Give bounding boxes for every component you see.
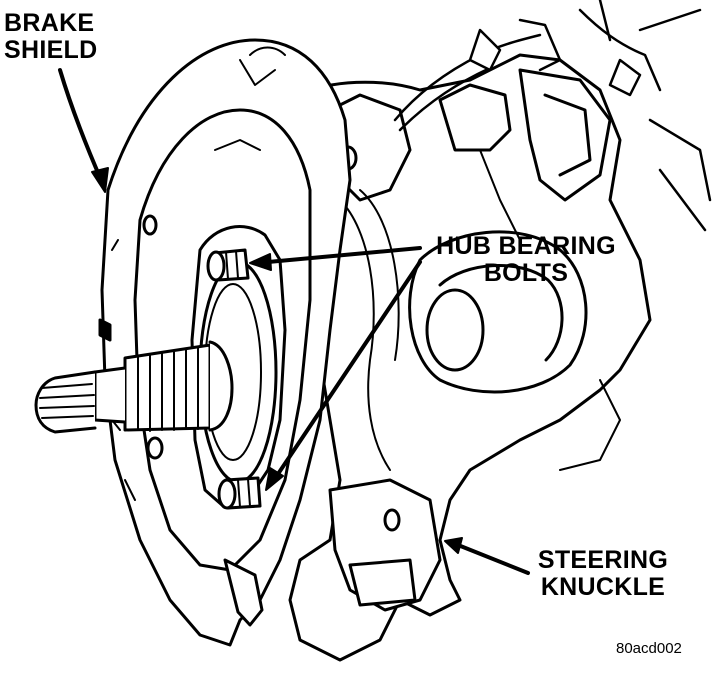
figure-code: 80acd002 <box>616 640 682 657</box>
lower-hub-bolt <box>217 476 262 510</box>
brake-hose-lines <box>393 0 712 232</box>
steering-knuckle-body <box>288 53 652 662</box>
steering-knuckle-label-line-1: STEERING <box>537 546 669 574</box>
brake-shield-label-line-2: SHIELD <box>4 36 98 64</box>
brake-shield-arrow <box>58 68 109 193</box>
splined-axle-shaft <box>34 340 234 434</box>
steering-knuckle-label-line-2: KNUCKLE <box>540 573 666 601</box>
upper-hub-bolt <box>206 248 250 282</box>
brake-shield-label-line-1: BRAKE <box>4 9 95 37</box>
steering-knuckle-label: STEERING KNUCKLE <box>530 547 676 601</box>
brake-shield-label: BRAKE SHIELD <box>4 10 97 64</box>
hub-bearing-bolts-upper-arrow <box>249 246 422 271</box>
hub-bearing-bolts-label: HUB BEARING BOLTS <box>428 233 624 287</box>
steering-knuckle-arrow <box>444 537 530 575</box>
hub-bearing-bolts-lower-arrow <box>265 260 422 491</box>
hub-bearing-bolts-label-line-1: HUB BEARING <box>436 232 616 260</box>
hub-bearing-bolts-label-line-2: BOLTS <box>483 259 569 287</box>
